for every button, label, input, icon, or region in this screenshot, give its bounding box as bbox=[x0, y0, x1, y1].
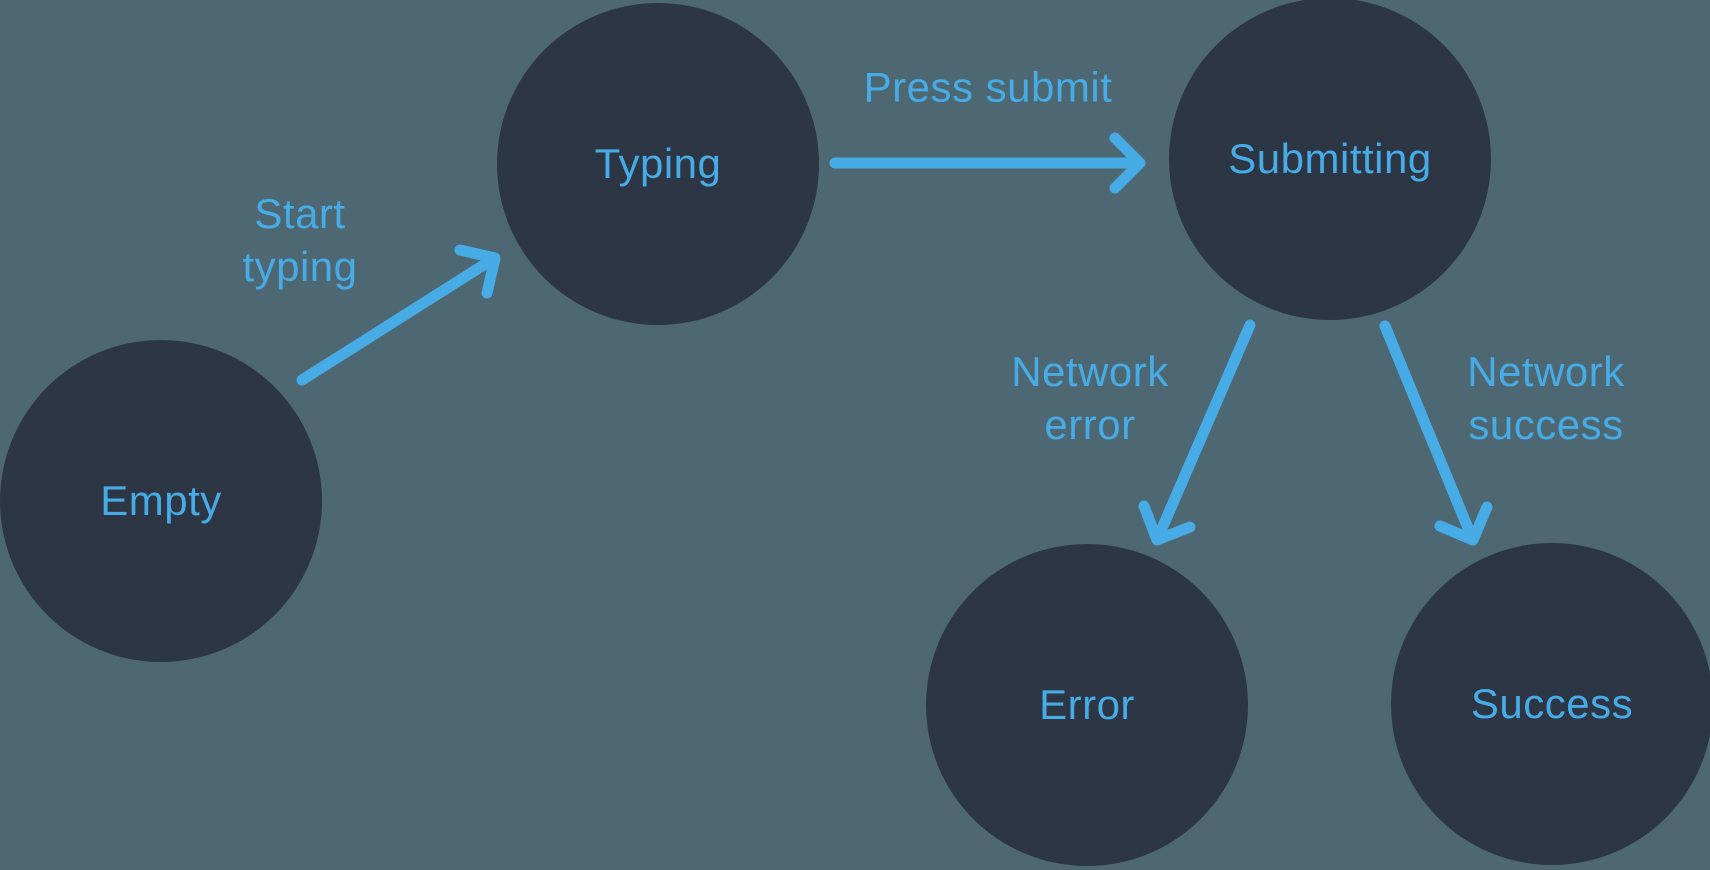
arrow-press-submit bbox=[829, 132, 1146, 194]
state-node-empty: Empty bbox=[0, 340, 322, 662]
state-node-success-label: Success bbox=[1470, 680, 1634, 727]
state-node-submitting-label: Submitting bbox=[1228, 135, 1432, 182]
edge-label-network-success: Network success bbox=[1467, 348, 1625, 448]
state-node-error: Error bbox=[926, 544, 1248, 866]
state-node-empty-label: Empty bbox=[100, 477, 222, 524]
edge-label-network-error: Network error bbox=[1011, 348, 1169, 448]
edge-label-start-typing: Start typing bbox=[242, 190, 358, 290]
edge-label-press-submit: Press submit bbox=[863, 63, 1113, 111]
state-node-error-label: Error bbox=[1039, 681, 1135, 728]
state-node-typing-label: Typing bbox=[594, 140, 722, 187]
state-node-typing: Typing bbox=[497, 3, 819, 325]
state-node-submitting: Submitting bbox=[1169, 0, 1491, 320]
state-node-success: Success bbox=[1391, 543, 1710, 865]
